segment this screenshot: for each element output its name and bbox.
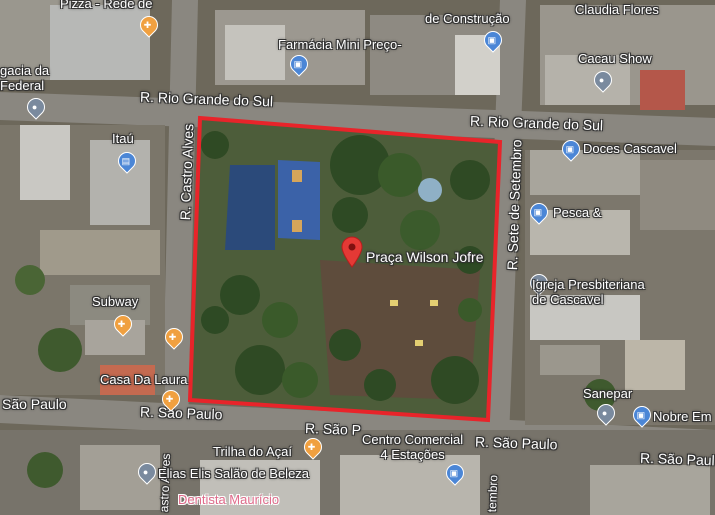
place-label-laura[interactable]: Casa Da Laura [100, 372, 188, 387]
street-sao-paulo-left: São Paulo [2, 396, 67, 412]
park-boundary-outline [187, 115, 503, 423]
place-label-itau[interactable]: Itaú [112, 131, 134, 146]
place-label-park[interactable]: Praça Wilson Jofre [366, 249, 484, 265]
place-label-fazenda[interactable]: gacia da Federal [0, 63, 50, 93]
street-castro-alves: R. Castro Alves [177, 123, 197, 221]
street-sao-paulo-far: R. São Paul [639, 449, 715, 469]
place-label-sanepar[interactable]: Sanepar [583, 386, 633, 401]
place-label-cacau[interactable]: Cacau Show [578, 51, 652, 66]
place-label-claudia[interactable]: Claudia Flores [575, 2, 659, 17]
place-label-dentista[interactable]: Dentista Maurício [178, 492, 280, 507]
street-castro-lower: astro Alves [157, 453, 174, 513]
street-setembro-lower: tembro [485, 474, 501, 513]
place-label-pesca[interactable]: Pesca & [553, 205, 602, 220]
place-label-subway[interactable]: Subway [92, 294, 139, 309]
place-label-construcao[interactable]: de Construção [425, 11, 510, 26]
place-label-doces[interactable]: Doces Cascavel [583, 141, 677, 156]
place-label-eliss[interactable]: Elias Elis Salão de Beleza [158, 466, 310, 481]
place-label-farmacia[interactable]: Farmácia Mini Preço- [278, 37, 402, 52]
place-label-trilha[interactable]: Trilha do Açaí [213, 444, 293, 459]
place-label-igreja[interactable]: Igreja Presbiteriana de Cascavel [532, 277, 645, 307]
place-label-pizza[interactable]: Pizza - Rede de [60, 0, 153, 11]
street-sao-paulo-mid: R. São Paulo [139, 403, 223, 423]
red-pin-icon[interactable] [341, 236, 363, 268]
place-label-centro[interactable]: Centro Comercial 4 Estações [362, 432, 464, 462]
street-sao-paulo-right: R. São Paulo [474, 433, 558, 453]
street-sao-paulo-center: R. São P [304, 420, 362, 438]
place-label-nobre[interactable]: Nobre Em [653, 409, 712, 424]
